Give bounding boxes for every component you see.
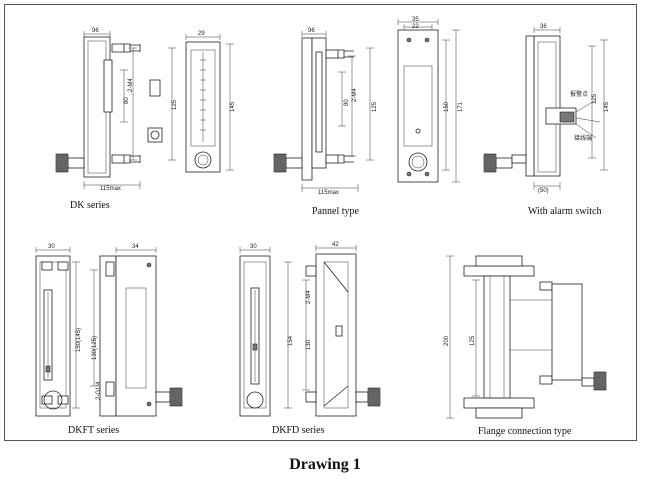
svg-text:125: 125: [470, 335, 476, 346]
svg-text:80: 80: [124, 97, 130, 104]
svg-text:2-M4: 2-M4: [128, 78, 134, 92]
svg-text:200: 200: [444, 335, 450, 346]
svg-text:115max: 115max: [100, 186, 121, 192]
pannel-type-drawing: 96 115max 80 2-M4 125 35 22 150 171: [273, 17, 464, 196]
panel-label-flange-type: Flange connection type: [478, 426, 572, 437]
svg-text:30: 30: [48, 244, 55, 250]
svg-text:42: 42: [332, 242, 339, 248]
panel-label-alarm-switch: With alarm switch: [528, 206, 602, 217]
svg-text:2-G1/4: 2-G1/4: [96, 381, 102, 400]
dkft-series-drawing: 30 150(145) 34 130(125) 2-G1/4: [35, 244, 183, 417]
panel-label-dk-series: DK series: [70, 200, 110, 211]
svg-text:130(125): 130(125): [92, 336, 98, 360]
svg-text:接线端: 接线端: [574, 134, 592, 142]
svg-text:150(145): 150(145): [76, 328, 82, 352]
svg-text:125: 125: [592, 93, 598, 104]
dkfd-series-drawing: 30 154 42 130 2-M4: [239, 242, 381, 417]
svg-text:22: 22: [412, 24, 419, 30]
svg-text:29: 29: [198, 31, 205, 37]
flange-type-drawing: 200 125: [444, 255, 607, 419]
svg-text:145: 145: [230, 101, 236, 112]
svg-text:125: 125: [372, 101, 378, 112]
svg-text:2-M4: 2-M4: [306, 290, 312, 304]
svg-text:145: 145: [604, 101, 610, 112]
svg-text:80: 80: [344, 99, 350, 106]
svg-text:96: 96: [308, 28, 315, 34]
svg-text:171: 171: [458, 101, 464, 112]
svg-text:30: 30: [250, 244, 257, 250]
svg-text:154: 154: [288, 335, 294, 346]
svg-text:96: 96: [92, 28, 99, 34]
svg-text:2-M4: 2-M4: [352, 88, 358, 102]
svg-text:125: 125: [172, 99, 178, 110]
svg-text:(50): (50): [538, 188, 549, 194]
alarm-switch-drawing: 报警点 接线端 36 125 145 (50): [483, 24, 610, 194]
panel-label-dkft-series: DKFT series: [68, 425, 120, 436]
svg-text:130: 130: [306, 339, 312, 350]
figure-caption: Drawing 1: [289, 456, 361, 473]
svg-text:35: 35: [412, 17, 419, 23]
svg-text:150: 150: [444, 101, 450, 112]
panel-label-dkfd-series: DKFD series: [272, 425, 325, 436]
svg-text:报警点: 报警点: [570, 90, 588, 98]
panel-label-pannel-type: Pannel type: [312, 206, 359, 217]
dk-series-drawing: 96 115max 80 2-M4 125 29 145: [55, 28, 236, 192]
svg-text:34: 34: [132, 244, 139, 250]
technical-drawing: 96 115max 80 2-M4 125 29 145 96 115max: [35, 17, 610, 419]
svg-text:115max: 115max: [318, 190, 339, 196]
svg-text:36: 36: [540, 24, 547, 30]
